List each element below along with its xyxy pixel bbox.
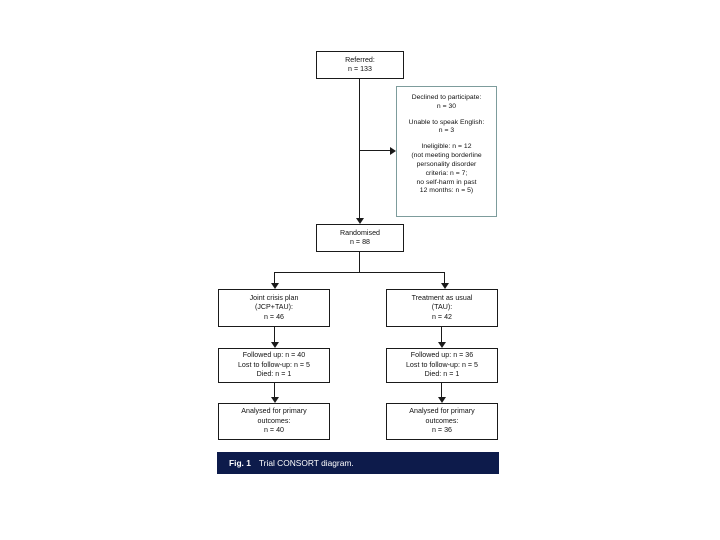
analysed-left-line2: outcomes: [257,416,291,425]
followup-right-line2: Lost to follow-up: n = 5 [405,360,479,369]
node-arm-joint-crisis-plan: Joint crisis plan (JCP+TAU): n = 46 [218,289,330,327]
analysed-right-line2: outcomes: [425,416,459,425]
excluded-group-ineligible: Ineligible: n = 12 (not meeting borderli… [411,143,481,196]
node-referred-line2: n = 133 [347,65,372,73]
arrowhead-into-excluded [390,147,396,155]
node-arm-treatment-as-usual: Treatment as usual (TAU): n = 42 [386,289,498,327]
node-referred: Referred: n = 133 [316,51,404,79]
connector-followup-right-to-analysed [441,383,442,397]
arrowhead-into-analysed-right [438,397,446,403]
connector-arm-left-to-followup [274,327,275,342]
node-randomised-line2: n = 88 [349,238,371,246]
connector-arm-right-to-followup [441,327,442,342]
analysed-right-line1: Analysed for primary [409,407,475,416]
arm-left-line2: (JCP+TAU): [254,303,294,312]
node-randomised-line1: Randomised [339,228,381,237]
excluded-ineligible-line2: (not meeting borderline [411,152,482,160]
arrowhead-into-followup-right [438,342,446,348]
connector-randomisation-left [274,272,275,283]
excluded-group-english: Unable to speak English: n = 3 [409,119,485,137]
arm-right-line2: (TAU): [431,303,453,312]
arrowhead-into-analysed-left [271,397,279,403]
excluded-english-line2: n = 3 [438,127,455,135]
node-analysed-left: Analysed for primary outcomes: n = 40 [218,403,330,440]
excluded-ineligible-line5: no self-harm in past [416,178,477,186]
figure-caption-text: Trial CONSORT diagram. [258,458,354,468]
excluded-declined-line2: n = 30 [436,102,457,110]
excluded-ineligible-line6: 12 months: n = 5) [419,187,474,195]
arm-right-line3: n = 42 [431,312,453,321]
node-followup-left: Followed up: n = 40 Lost to follow-up: n… [218,348,330,383]
excluded-english-line1: Unable to speak English: [408,118,485,126]
connector-randomisation-bar [274,272,445,273]
arm-right-line1: Treatment as usual [411,293,473,302]
node-excluded: Declined to participate: n = 30 Unable t… [396,86,497,217]
arrowhead-into-randomised [356,218,364,224]
excluded-ineligible-line3: personality disorder [416,160,477,168]
arrowhead-into-arm-left [271,283,279,289]
excluded-group-declined: Declined to participate: n = 30 [412,94,482,112]
connector-to-excluded [359,150,390,151]
arm-left-line3: n = 46 [263,312,285,321]
arrowhead-into-followup-left [271,342,279,348]
connector-followup-left-to-analysed [274,383,275,397]
analysed-left-line1: Analysed for primary [241,407,307,416]
followup-left-line1: Followed up: n = 40 [242,351,306,360]
followup-left-line3: Died: n = 1 [256,370,292,379]
followup-right-line1: Followed up: n = 36 [410,351,474,360]
connector-randomisation-stem [359,252,360,272]
node-referred-line1: Referred: [345,55,375,64]
arrowhead-into-arm-right [441,283,449,289]
excluded-ineligible-line1: Ineligible: n = 12 [421,143,472,151]
analysed-left-line3: n = 40 [263,426,285,435]
followup-right-line3: Died: n = 1 [424,370,460,379]
node-analysed-right: Analysed for primary outcomes: n = 36 [386,403,498,440]
excluded-declined-line1: Declined to participate: [411,94,482,101]
followup-left-line2: Lost to follow-up: n = 5 [237,360,311,369]
figure-caption-bar: Fig. 1 Trial CONSORT diagram. [217,452,499,474]
analysed-right-line3: n = 36 [431,426,453,435]
node-randomised: Randomised n = 88 [316,224,404,252]
connector-referred-to-randomised [359,79,360,218]
figure-caption-label: Fig. 1 [229,458,251,468]
node-followup-right: Followed up: n = 36 Lost to follow-up: n… [386,348,498,383]
excluded-ineligible-line4: criteria: n = 7; [425,169,468,177]
arm-left-line1: Joint crisis plan [249,293,299,302]
connector-randomisation-right [444,272,445,283]
